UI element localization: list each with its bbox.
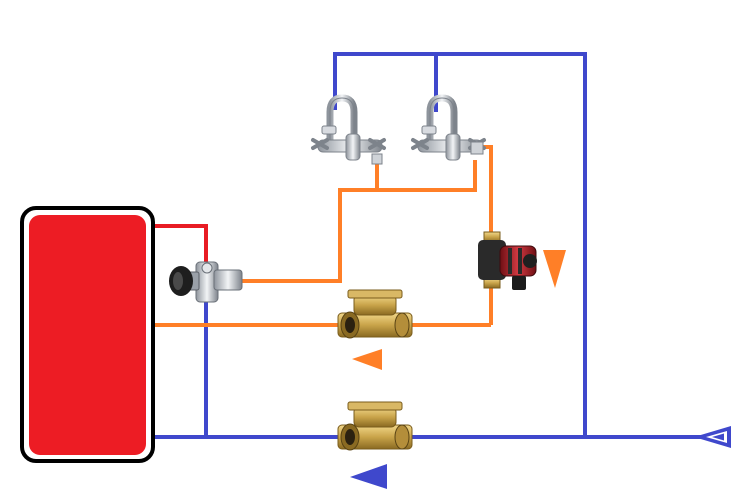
faucet-2	[411, 94, 486, 161]
faucet-2-left-handle-icon	[411, 138, 429, 150]
hot-supply-line	[150, 224, 208, 262]
circulation-pump	[478, 231, 537, 290]
hot-water-pipes	[150, 224, 208, 262]
pump-flow-arrow-icon	[543, 250, 566, 288]
pump-motor-icon	[523, 254, 537, 268]
water-heater-tank	[20, 206, 155, 463]
faucet-1-left-handle-icon	[311, 138, 329, 150]
cold-riser-faucet-1	[333, 52, 587, 439]
return-flow-arrow-icon	[352, 349, 382, 370]
faucet-1	[311, 94, 386, 165]
cold-water-pipes	[148, 52, 702, 439]
cold-inflow-arrow-icon	[350, 464, 387, 489]
recirculation-riser	[477, 145, 493, 236]
faucet-1-right-handle-icon	[368, 138, 386, 150]
mixed-supply-line	[240, 160, 477, 283]
check-valve-cold	[337, 401, 413, 451]
cold-supply-inlet-arrow-icon	[694, 426, 731, 448]
check-valve-return	[337, 289, 413, 339]
thermostatic-mixing-valve	[169, 261, 243, 303]
